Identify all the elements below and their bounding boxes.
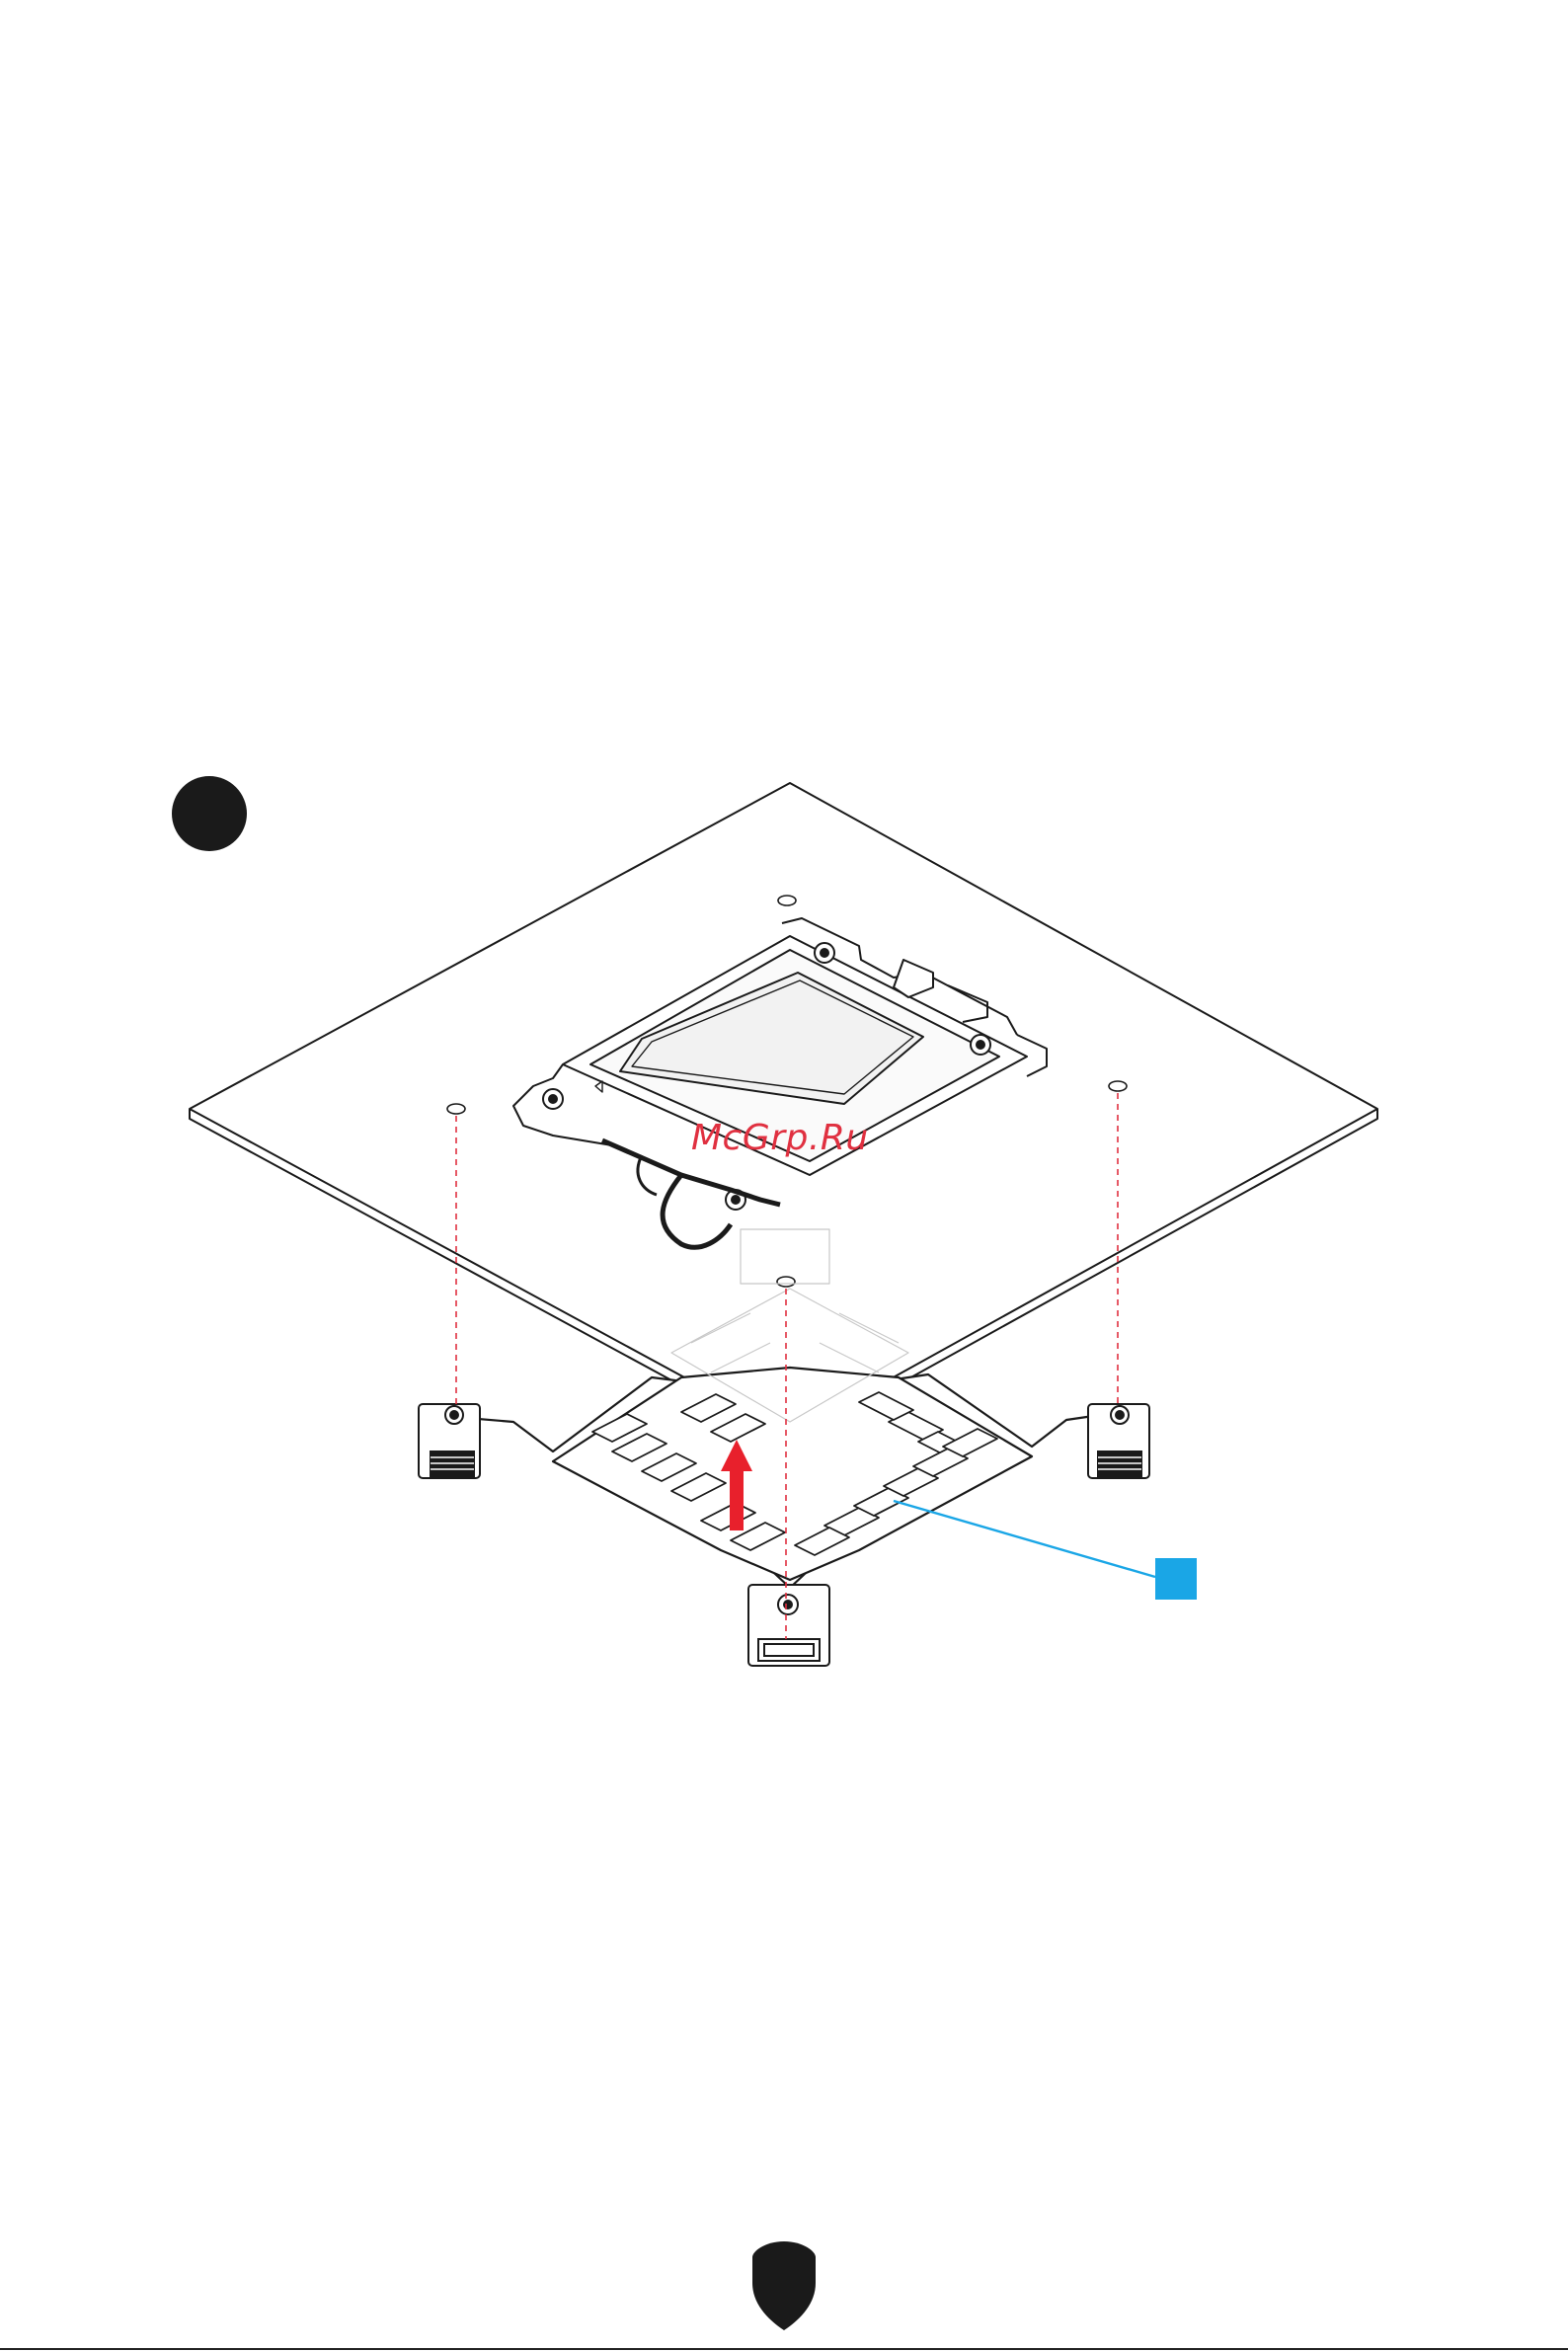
hole-left — [447, 1104, 465, 1114]
standoff-right — [1088, 1404, 1149, 1478]
standoff-bottom — [748, 1585, 829, 1666]
page-bottom-rule — [0, 2348, 1568, 2350]
hole-bottom — [777, 1277, 795, 1287]
hole-top — [778, 896, 796, 905]
standoff-left — [419, 1404, 480, 1478]
callout-marker — [1155, 1558, 1197, 1600]
hole-right — [1109, 1081, 1127, 1091]
step-number-marker — [172, 776, 247, 851]
callout-leader — [894, 1501, 1155, 1577]
shield-logo-icon — [752, 2241, 816, 2330]
watermark-text: McGrp.Ru — [691, 1118, 869, 1158]
